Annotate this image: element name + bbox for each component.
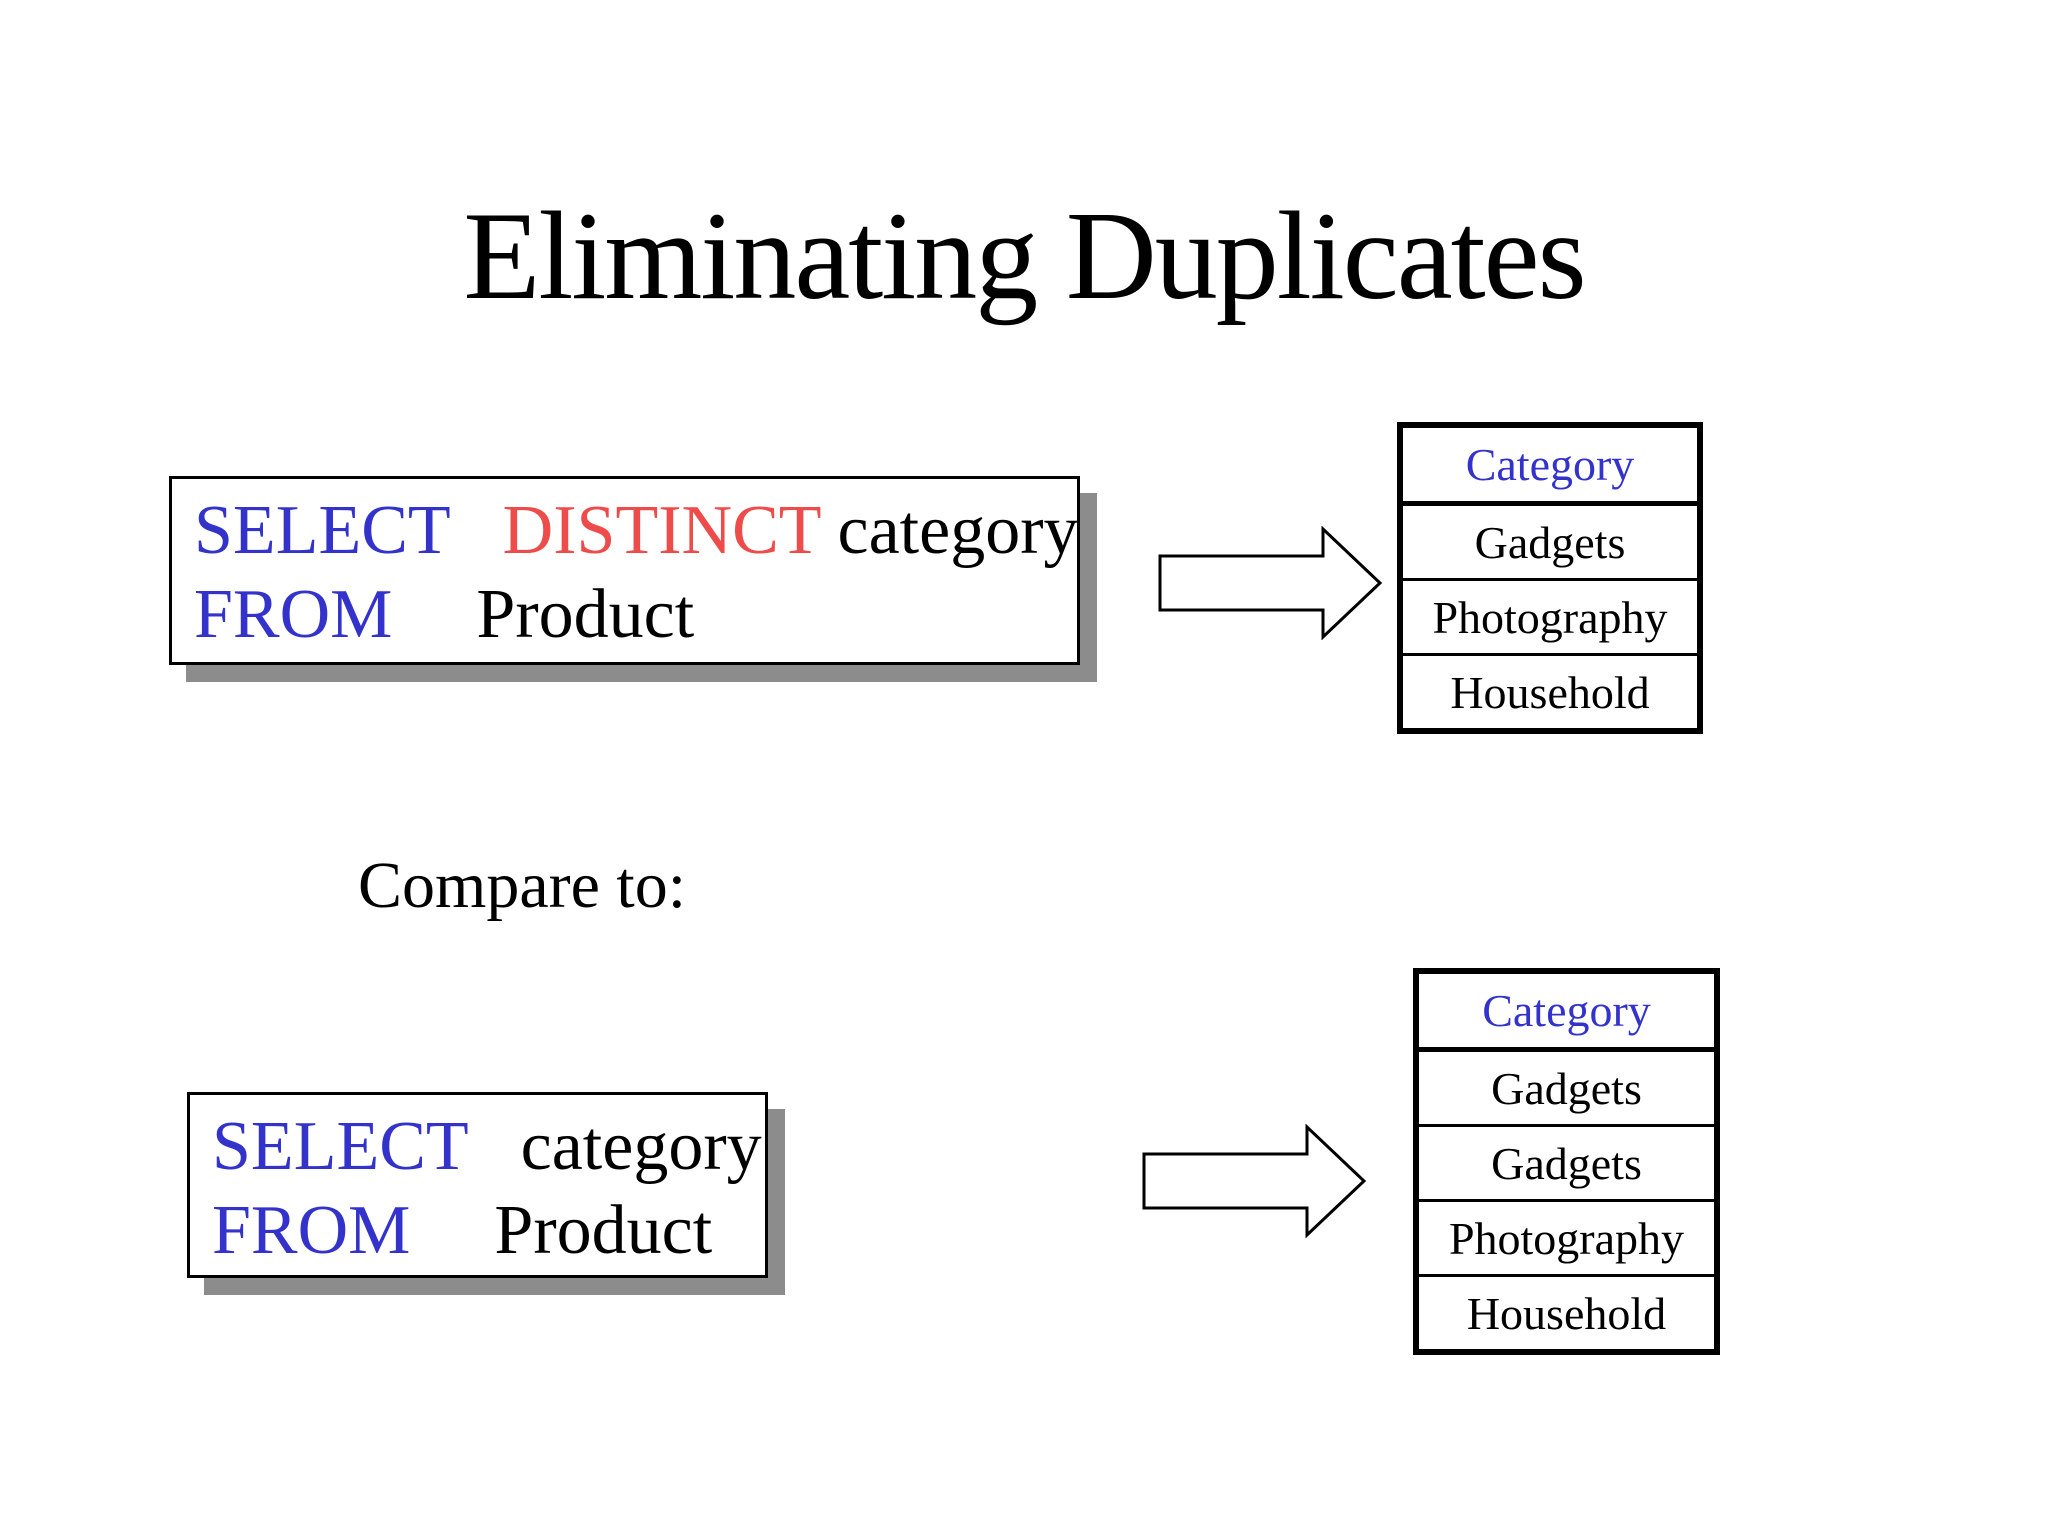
sql-line-select: SELECT category bbox=[212, 1105, 765, 1189]
sql-line-from: FROM Product bbox=[212, 1189, 765, 1273]
table-row: Gadgets bbox=[1403, 506, 1697, 578]
from-table: Product bbox=[476, 576, 695, 653]
sql-query-plain-box: SELECT category FROM Product bbox=[187, 1092, 768, 1278]
table-row: Household bbox=[1419, 1274, 1714, 1349]
table-row: Gadgets bbox=[1419, 1052, 1714, 1124]
table-row: Photography bbox=[1419, 1199, 1714, 1274]
table-row: Gadgets bbox=[1419, 1124, 1714, 1199]
result-table-distinct: Category Gadgets Photography Household bbox=[1397, 422, 1703, 734]
table-header-category: Category bbox=[1419, 974, 1714, 1052]
select-keyword: SELECT bbox=[194, 492, 451, 569]
from-keyword: FROM bbox=[194, 576, 393, 653]
table-row: Household bbox=[1403, 653, 1697, 728]
from-table: Product bbox=[494, 1192, 713, 1269]
slide-title: Eliminating Duplicates bbox=[463, 187, 1586, 326]
select-column: category bbox=[520, 1108, 762, 1185]
right-arrow-icon bbox=[1158, 526, 1383, 640]
compare-label: Compare to: bbox=[358, 849, 687, 922]
right-arrow-icon bbox=[1142, 1124, 1367, 1238]
table-row: Photography bbox=[1403, 578, 1697, 653]
select-keyword: SELECT bbox=[212, 1108, 469, 1185]
select-column: category bbox=[837, 492, 1079, 569]
result-table-plain: Category Gadgets Gadgets Photography Hou… bbox=[1413, 968, 1720, 1355]
sql-line-from: FROM Product bbox=[194, 573, 1077, 657]
from-keyword: FROM bbox=[212, 1192, 411, 1269]
distinct-keyword: DISTINCT bbox=[502, 492, 822, 569]
table-header-category: Category bbox=[1403, 428, 1697, 506]
